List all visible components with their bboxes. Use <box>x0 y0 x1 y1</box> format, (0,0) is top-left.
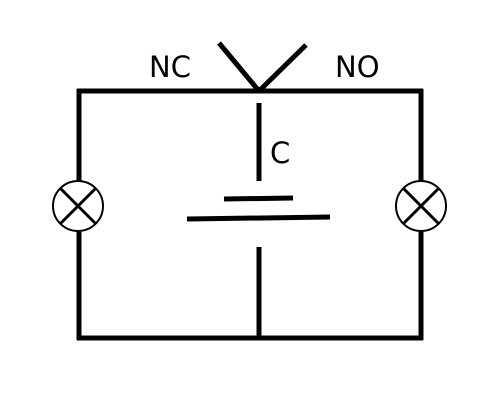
switch-contact-nc <box>217 41 261 93</box>
battery-plate-short <box>223 195 294 202</box>
battery-plate-long <box>186 214 331 222</box>
lamp-left-icon <box>52 180 104 232</box>
label-c: C <box>270 136 290 170</box>
lamp-right-icon <box>395 180 447 232</box>
circuit-wires <box>76 88 424 341</box>
changeover-switch <box>217 41 308 93</box>
lamp-right-cross-b <box>401 186 441 226</box>
battery-cell <box>186 195 331 222</box>
lamp-left-cross-b <box>58 186 98 226</box>
label-no: NO <box>335 50 380 84</box>
label-nc: NC <box>149 50 191 84</box>
switch-contact-no <box>257 43 308 93</box>
